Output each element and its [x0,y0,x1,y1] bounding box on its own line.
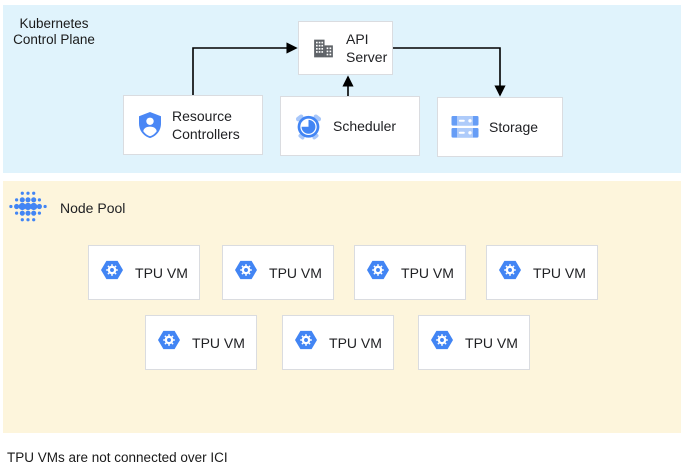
storage-box: Storage [437,97,563,157]
tpu-vm-box: TPU VM [282,315,394,370]
tpu-vm-box: TPU VM [88,245,200,300]
tpu-vm-box: TPU VM [418,315,530,370]
alarm-clock-icon [294,112,323,141]
tpu-vm-label: TPU VM [401,264,454,281]
control-plane-title-line2: Control Plane [13,31,95,47]
hexagon-gear-icon [366,259,390,286]
dot-cluster-icon [9,189,47,229]
tpu-vm-label: TPU VM [192,334,245,351]
shield-user-icon [137,111,163,139]
hexagon-gear-icon [234,259,258,286]
tpu-vm-box: TPU VM [354,245,466,300]
node-pool-title: Node Pool [60,200,126,216]
tpu-vm-label: TPU VM [533,264,586,281]
hexagon-gear-icon [294,329,318,356]
tpu-vm-label: TPU VM [465,334,518,351]
resource-controllers-label-line1: Resource [172,108,232,124]
diagram-caption: TPU VMs are not connected over ICI [7,450,228,465]
hexagon-gear-icon [430,329,454,356]
scheduler-label: Scheduler [333,118,397,134]
api-server-box: API Server [298,21,393,75]
control-plane-title-line1: Kubernetes [19,16,89,31]
hexagon-gear-icon [498,259,522,286]
server-stack-icon [451,115,479,139]
resource-controllers-label-line2: Controllers [172,126,240,142]
scheduler-box: Scheduler [280,96,420,156]
hexagon-gear-icon [100,259,124,286]
api-server-label: API Server [346,30,387,66]
tpu-vm-label: TPU VM [329,334,382,351]
tpu-vm-label: TPU VM [269,264,322,281]
node-pool-panel [3,181,681,433]
building-icon [311,36,336,61]
tpu-vm-box: TPU VM [145,315,257,370]
tpu-vm-box: TPU VM [486,245,598,300]
hexagon-gear-icon [157,329,181,356]
tpu-vm-label: TPU VM [135,264,188,281]
storage-label: Storage [489,119,539,135]
control-plane-title: Kubernetes Control Plane [11,16,97,47]
api-server-label-line1: API [346,31,369,47]
tpu-vm-box: TPU VM [222,245,334,300]
api-server-label-line2: Server [346,49,388,65]
